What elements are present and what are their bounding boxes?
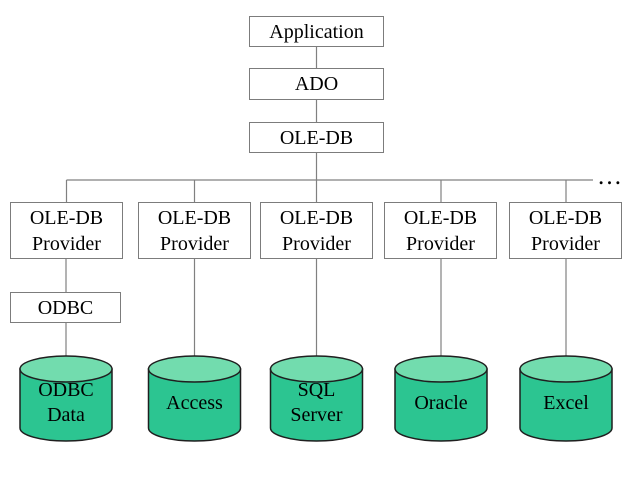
node-ado-label: ADO xyxy=(294,73,339,95)
node-oledb-provider-1: OLE-DB Provider xyxy=(10,202,123,259)
provider-3-label-line2: Provider xyxy=(282,232,351,255)
excel-label-line1: Excel xyxy=(543,391,589,414)
cylinder-odbc-data xyxy=(19,355,113,442)
node-oledb-provider-3: OLE-DB Provider xyxy=(260,202,373,259)
datastore-oracle-label: Oracle xyxy=(395,375,487,431)
datastore-odbc-data-label: ODBC Data xyxy=(20,375,112,431)
provider-2-label-line2: Provider xyxy=(160,232,229,255)
cylinder-sql-server xyxy=(269,355,364,442)
node-oledb-provider-5: OLE-DB Provider xyxy=(509,202,622,259)
odbc-data-label-line1: ODBC xyxy=(38,379,94,401)
node-odbc: ODBC xyxy=(10,292,121,323)
node-application-label: Application xyxy=(269,20,364,43)
connector-lines xyxy=(65,47,593,357)
datastore-sql-server-label: SQL Server xyxy=(270,375,363,431)
node-application: Application xyxy=(249,16,384,47)
access-label-line1: Access xyxy=(166,391,223,414)
provider-4-label-line2: Provider xyxy=(406,232,475,255)
provider-1-label-line2: Provider xyxy=(32,232,101,255)
provider-2-label-line1: OLE-DB xyxy=(157,206,232,229)
datastore-cylinders xyxy=(19,355,613,442)
sql-server-label-line2: Server xyxy=(290,404,343,426)
datastore-access-label: Access xyxy=(148,375,241,431)
provider-4-label-line1: OLE-DB xyxy=(403,206,478,229)
node-oledb: OLE-DB xyxy=(249,122,384,153)
sql-server-label-line1: SQL xyxy=(297,379,336,401)
node-oledb-provider-4: OLE-DB Provider xyxy=(384,202,497,259)
cylinder-oracle xyxy=(394,355,488,442)
provider-5-label-line2: Provider xyxy=(531,232,600,255)
provider-1-label-line1: OLE-DB xyxy=(29,206,104,229)
odbc-data-label-line2: Data xyxy=(47,404,85,426)
provider-3-label-line1: OLE-DB xyxy=(279,206,354,229)
cylinder-excel xyxy=(519,355,613,442)
datastore-excel-label: Excel xyxy=(520,375,612,431)
node-ado: ADO xyxy=(249,68,384,100)
more-providers-ellipsis: … xyxy=(597,163,623,190)
oracle-label-line1: Oracle xyxy=(414,391,468,414)
node-odbc-label: ODBC xyxy=(37,296,94,319)
cylinder-access xyxy=(147,355,242,442)
node-oledb-label: OLE-DB xyxy=(279,126,354,149)
node-oledb-provider-2: OLE-DB Provider xyxy=(138,202,251,259)
provider-5-label-line1: OLE-DB xyxy=(528,206,603,229)
